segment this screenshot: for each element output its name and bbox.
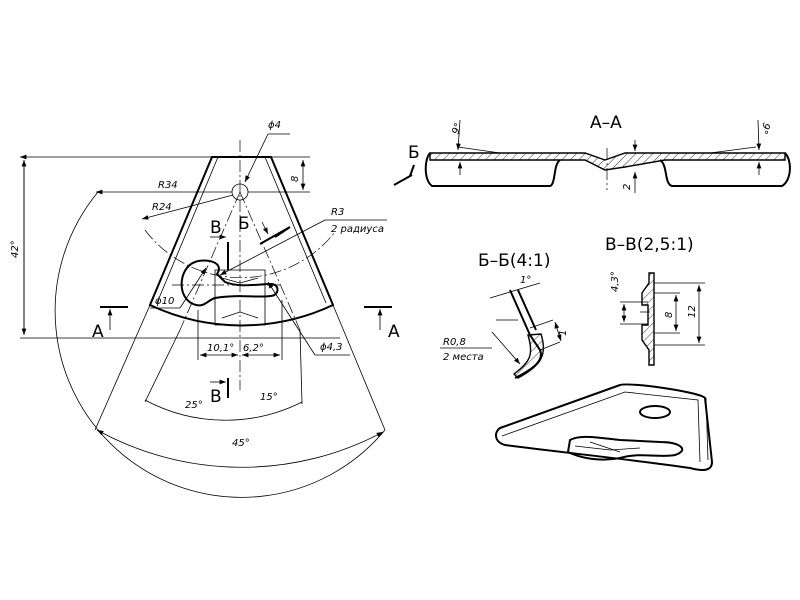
section-vv-outer: 12 bbox=[687, 305, 698, 318]
section-bb-angle: 1° bbox=[520, 275, 531, 286]
section-aa-title: А–А bbox=[590, 113, 622, 133]
section-vv-angle: 4,3° bbox=[610, 271, 621, 292]
dim-angle-15: 15° bbox=[260, 392, 278, 403]
section-vv-title: В–В(2,5:1) bbox=[605, 235, 694, 255]
section-bb-radius: R0,8 bbox=[443, 337, 466, 348]
cut-b-label: Б bbox=[238, 214, 250, 234]
section-aa-depth: 2 bbox=[622, 184, 633, 190]
section-aa-cut-b: Б bbox=[408, 143, 420, 163]
section-aa-angle-left: 9° bbox=[450, 122, 464, 136]
cut-v-top-label: В bbox=[210, 218, 222, 238]
dim-height: 42° bbox=[10, 240, 21, 258]
dim-r3-note: 2 радиуса bbox=[331, 224, 384, 235]
dim-angle-left: 10,1° bbox=[207, 343, 234, 354]
section-vv-inner: 8 bbox=[664, 312, 675, 318]
dim-r24: R24 bbox=[152, 202, 172, 213]
cut-a-right-label: А bbox=[388, 322, 400, 342]
dim-slot-end-dia: ϕ4,3 bbox=[320, 342, 343, 353]
dim-hole-dia: ϕ4 bbox=[268, 120, 281, 131]
section-aa: А–А Б 9° 9° 2 bbox=[393, 113, 791, 193]
section-bb-title: Б–Б(4:1) bbox=[478, 251, 550, 271]
dim-angle-45: 45° bbox=[232, 438, 250, 449]
cut-v-bottom-label: В bbox=[210, 387, 222, 407]
dim-r3: R3 bbox=[331, 207, 344, 218]
section-bb-radius-note: 2 места bbox=[443, 352, 484, 363]
isometric-view bbox=[495, 383, 714, 471]
cut-a-left-label: А bbox=[92, 322, 104, 342]
main-view: ϕ4 8 R34 R24 R3 2 радиуса ϕ10 ϕ4,3 10,1°… bbox=[10, 120, 400, 498]
section-bb: Б–Б(4:1) 1° R0,8 2 места 1 bbox=[440, 251, 569, 379]
section-bb-thickness: 1 bbox=[558, 330, 569, 336]
dim-r34: R34 bbox=[158, 180, 178, 191]
section-vv: В–В(2,5:1) 4,3° 8 12 bbox=[605, 235, 705, 366]
dim-angle-right: 6,2° bbox=[243, 343, 264, 354]
section-aa-angle-right: 9° bbox=[757, 121, 771, 135]
dim-hole-offset: 8 bbox=[290, 176, 301, 182]
dim-slot-dia: ϕ10 bbox=[155, 296, 174, 307]
dim-angle-25: 25° bbox=[185, 400, 203, 411]
